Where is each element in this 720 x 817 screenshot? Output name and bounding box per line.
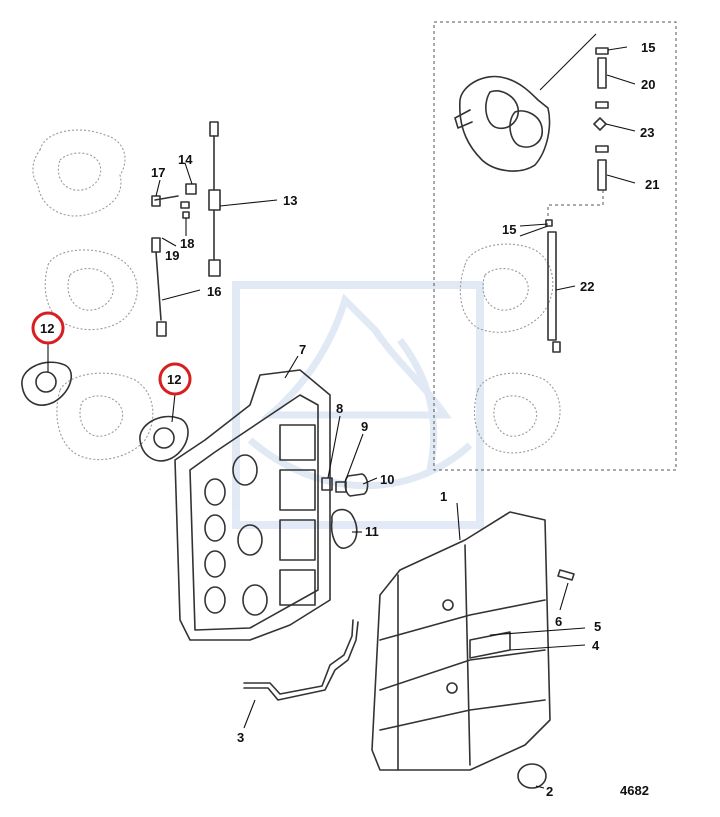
gasket-11 [330,508,358,549]
callout-21: 21 [645,177,659,192]
intake-manifold [174,369,331,641]
ghost-carburetor-lower [56,372,154,461]
callout-18: 18 [180,236,194,251]
callout-7: 7 [299,342,306,357]
callout-5: 5 [594,619,601,634]
gasket-left [21,361,73,406]
ghost-carburetor-right-lower [473,372,561,454]
callout-14: 14 [178,152,193,167]
callout-9: 9 [361,419,368,434]
callout-11: 11 [365,524,379,539]
leader-lines [47,33,636,789]
callout-23: 23 [640,125,654,140]
cover-assembly [371,511,551,771]
callout-8: 8 [336,401,343,416]
tube-3 [243,619,359,701]
carburetor-assembly [454,75,551,172]
callout-16: 16 [207,284,221,299]
inset-box-border [433,21,677,471]
callout-1: 1 [440,489,447,504]
callout-15-lower: 15 [502,222,516,237]
screw-6 [557,569,575,581]
callout-17: 17 [151,165,165,180]
highlight-circle-right [158,362,192,396]
diagram-reference-number: 4682 [620,783,649,798]
ghost-carburetor-upper [32,129,126,217]
highlight-circle-left [31,311,65,345]
callout-19: 19 [165,248,179,263]
callout-20: 20 [641,77,655,92]
gasket-right [139,415,189,462]
watermark-logo [232,281,484,529]
callout-4: 4 [592,638,600,653]
callout-13: 13 [283,193,297,208]
throttle-linkage [151,121,221,337]
callout-6: 6 [555,614,562,629]
fitting-8 [321,477,333,491]
callout-12-right: 12 [167,372,181,387]
callout-15-top: 15 [641,40,655,55]
callout-3: 3 [237,730,244,745]
plug-2 [517,763,547,789]
callout-2: 2 [546,784,553,799]
callout-10: 10 [380,472,394,487]
callout-22: 22 [580,279,594,294]
callout-12-left: 12 [40,321,54,336]
ghost-carburetor-right-upper [459,243,554,333]
fuel-line-assembly [545,47,609,353]
